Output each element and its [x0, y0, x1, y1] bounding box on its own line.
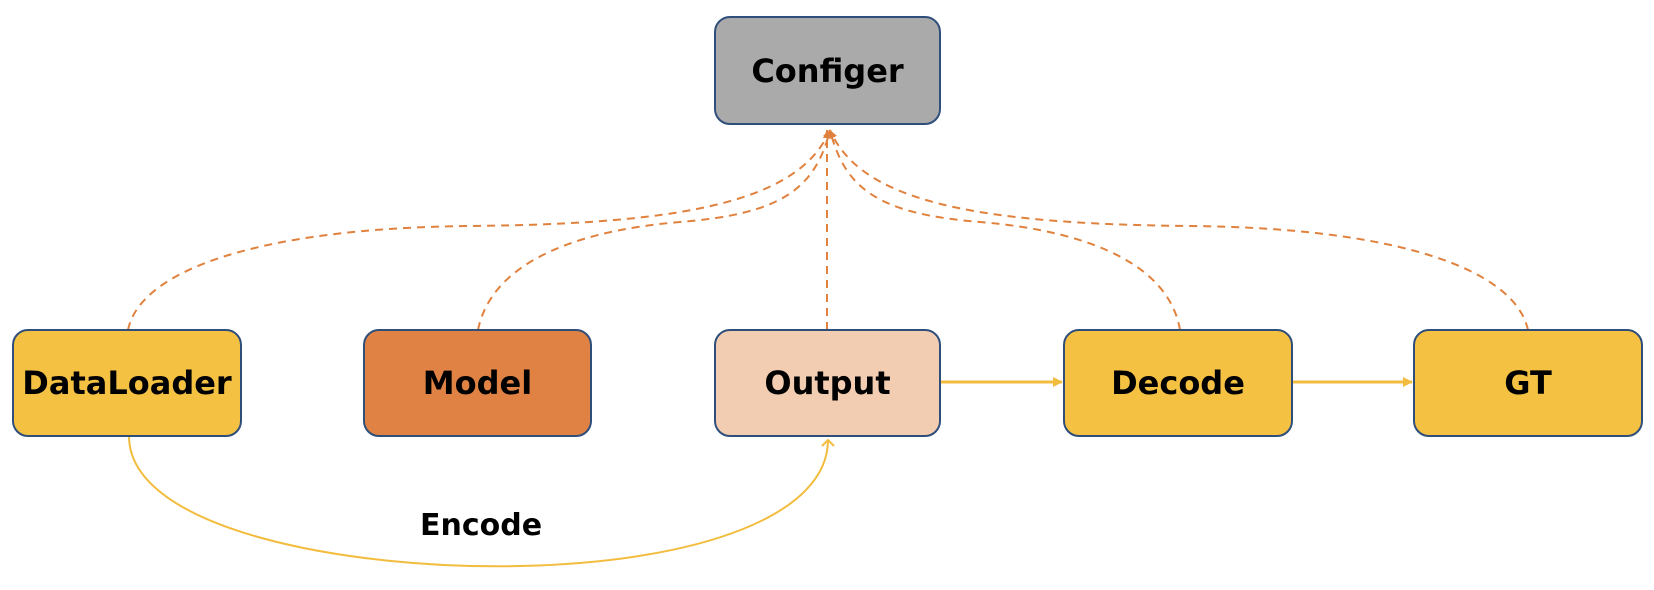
- output-node: Output: [714, 329, 941, 437]
- decode-node: Decode: [1063, 329, 1293, 437]
- dataloader-node: DataLoader: [12, 329, 242, 437]
- configer-node: Configer: [714, 16, 941, 125]
- dashed-edge-gt-configer: [829, 129, 1529, 331]
- dashed-edge-decode-configer: [828, 129, 1181, 331]
- gt-node: GT: [1413, 329, 1643, 437]
- model-node: Model: [363, 329, 592, 437]
- encode-curve: [128, 435, 835, 568]
- dashed-edge-dataloader-configer: [127, 129, 831, 331]
- dashed-edge-model-configer: [477, 129, 832, 331]
- encode-label: Encode: [420, 508, 543, 543]
